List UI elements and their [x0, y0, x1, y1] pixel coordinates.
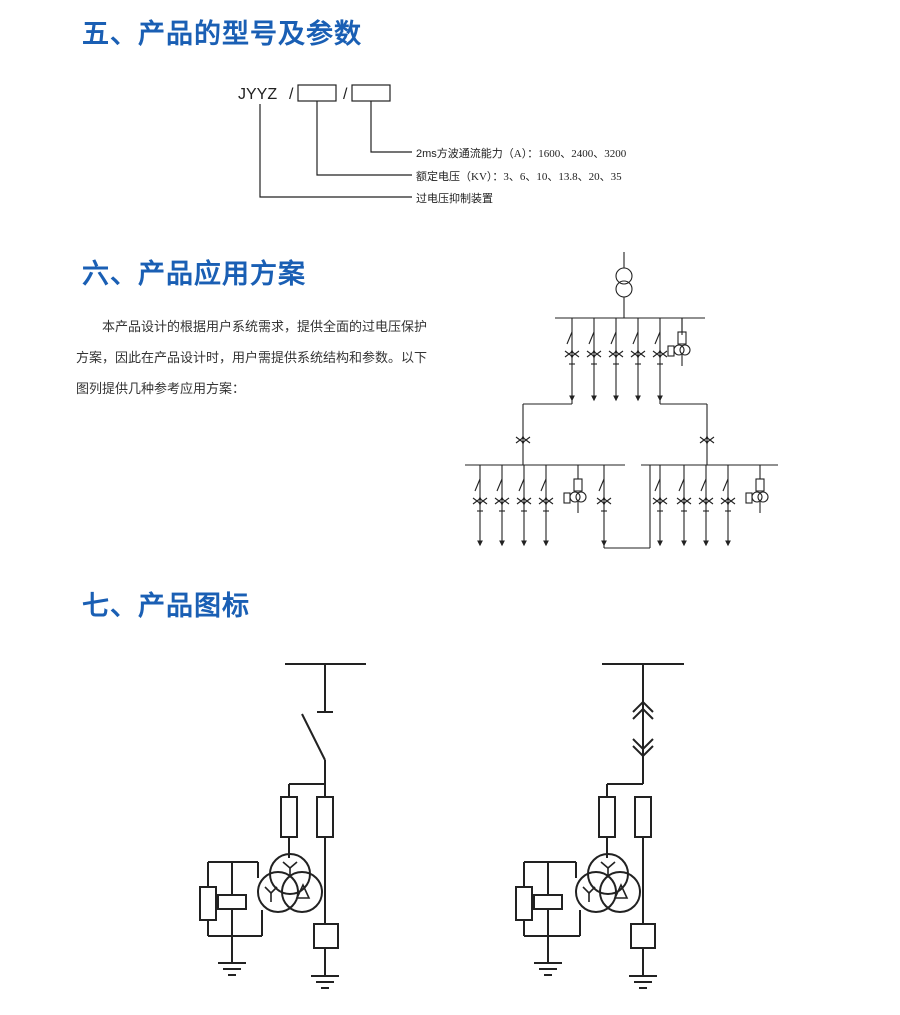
feeder-switch: [474, 478, 481, 492]
pt-fuse: [573, 478, 583, 492]
param-current-capacity: 2ms方波通流能力（A）：1600、2400、3200: [416, 145, 626, 161]
feeder-arrow: [725, 540, 731, 547]
section-title-application: 六、产品应用方案: [82, 259, 306, 290]
feeder-switch: [598, 478, 605, 492]
pt-winding-left: [575, 871, 617, 913]
feeder-switch: [632, 331, 639, 345]
plug-contact-mark: [544, 497, 554, 505]
param-rated-voltage: 额定电压（KV）：3、6、10、13.8、20、35: [416, 171, 622, 183]
pt-coil: [757, 491, 769, 503]
feeder-switch: [654, 478, 661, 492]
feeder-arrow: [657, 395, 663, 402]
feeder-arrow: [477, 540, 483, 547]
plug-contact-mark: [614, 350, 624, 358]
feeder-switch: [518, 478, 525, 492]
plug-contact-mark: [602, 497, 612, 505]
model-code-text: JYYZ: [238, 86, 278, 103]
pt-winding-right: [599, 871, 641, 913]
pt-coil: [575, 491, 587, 503]
pt-fuse: [755, 478, 765, 492]
secondary-device: [533, 894, 563, 910]
section-title-icon: 七、产品图标: [82, 591, 250, 622]
plug-contact-mark: [592, 350, 602, 358]
feeder-switch: [588, 331, 595, 345]
plug-contact-mark: [522, 497, 532, 505]
feeder-arrow: [657, 540, 663, 547]
feeder-arrow: [613, 395, 619, 402]
model-code-leaders: [259, 84, 412, 198]
model-separator-1: /: [289, 86, 294, 103]
plug-contact-mark: [726, 497, 736, 505]
feeder-arrow: [521, 540, 527, 547]
feeder-switch: [610, 331, 617, 345]
arrester-box: [630, 923, 656, 949]
pt-coil: [679, 344, 691, 356]
feeder-arrow: [543, 540, 549, 547]
plug-contact-mark: [500, 497, 510, 505]
plug-contact-mark: [570, 350, 580, 358]
application-paragraph: 本产品设计的根据用户系统需求，提供全面的过电压保护方案，因此在产品设计时，用户需…: [76, 320, 428, 397]
plug-contact-mark: [658, 497, 668, 505]
plug-contact-mark: [478, 497, 488, 505]
feeder-arrow: [569, 395, 575, 402]
plug-contact-mark: [705, 436, 715, 444]
feeder-arrow: [499, 540, 505, 547]
plug-contact-mark: [636, 350, 646, 358]
fuse-left: [598, 796, 616, 838]
feeder-switch: [722, 478, 729, 492]
feeder-switch: [654, 331, 661, 345]
plug-contact-mark: [682, 497, 692, 505]
fuse-right: [634, 796, 652, 838]
feeder-arrow: [591, 395, 597, 402]
feeder-arrow: [635, 395, 641, 402]
damping-resistor: [515, 886, 533, 921]
disconnect-switch-blade: [301, 713, 326, 761]
model-separator-2: /: [343, 86, 348, 103]
pt-resistor: [745, 492, 753, 504]
param-current-prefix: 2ms: [416, 148, 437, 160]
feeder-switch: [678, 478, 685, 492]
feeder-switch: [496, 478, 503, 492]
feeder-arrow: [681, 540, 687, 547]
pt-winding-right: [281, 871, 323, 913]
plug-contact-mark: [658, 350, 668, 358]
plug-contact-upper: [632, 700, 654, 713]
feeder-switch: [566, 331, 573, 345]
pt-resistor: [667, 345, 675, 357]
pt-resistor: [563, 492, 571, 504]
pt-winding-left: [257, 871, 299, 913]
section-title-model: 五、产品的型号及参数: [82, 19, 362, 50]
param-device-type: 过电压抑制装置: [416, 193, 493, 205]
feeder-switch: [540, 478, 547, 492]
feeder-arrow: [601, 540, 607, 547]
plug-contact-lower: [632, 738, 654, 751]
feeder-arrow: [703, 540, 709, 547]
plug-contact-mark: [521, 436, 531, 444]
feeder-switch: [700, 478, 707, 492]
plug-contact-mark: [704, 497, 714, 505]
param-current-text: 方波通流能力（A）：1600、2400、3200: [436, 148, 627, 160]
